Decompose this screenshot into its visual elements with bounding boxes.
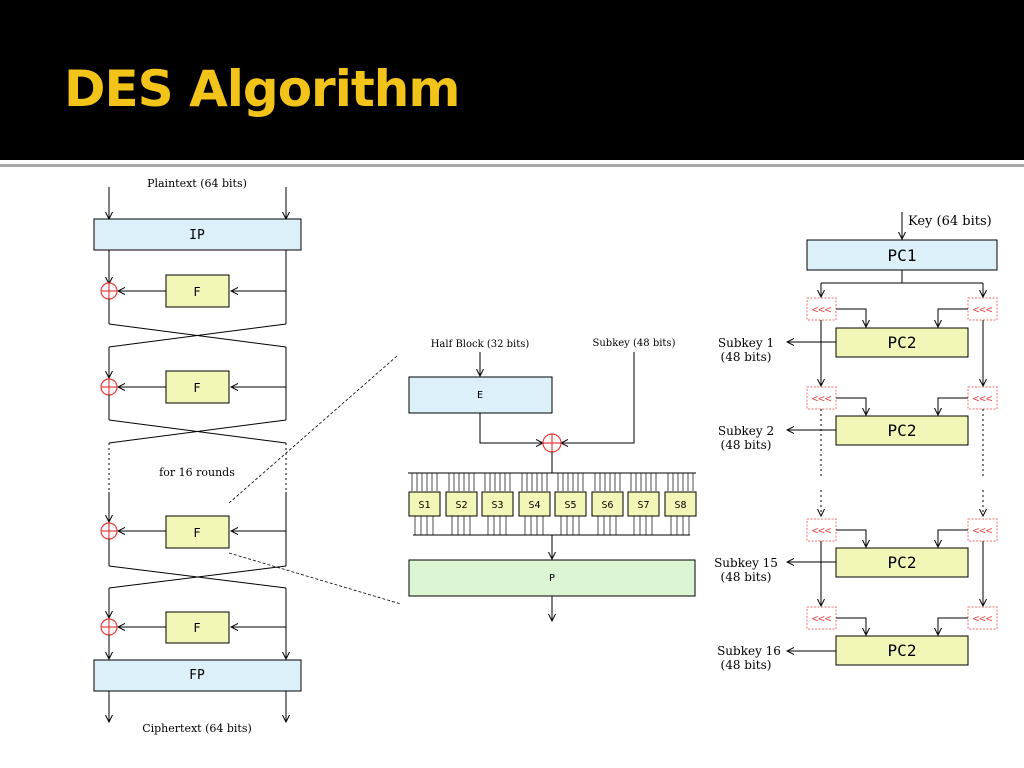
subkey-15-name: Subkey 15 xyxy=(714,556,778,570)
shift-label: <<< xyxy=(812,524,832,537)
sbox-s3-label: S3 xyxy=(491,500,503,511)
shift-label: <<< xyxy=(812,303,832,316)
pc2-label: PC2 xyxy=(888,333,917,352)
p-label: P xyxy=(549,573,555,584)
sbox-s8 xyxy=(664,491,697,517)
pc2-box-2 xyxy=(835,415,969,446)
f-label-round-2: F xyxy=(193,381,200,395)
xor-icon xyxy=(542,433,562,453)
sbox-s4-label: S4 xyxy=(528,500,540,511)
fp-box xyxy=(93,659,302,692)
xor-icon xyxy=(100,378,118,396)
pc2-label: PC2 xyxy=(888,641,917,660)
plaintext-label: Plaintext (64 bits) xyxy=(147,177,247,190)
subkey-label: Subkey (48 bits) xyxy=(593,338,676,349)
pc1-label: PC1 xyxy=(888,246,917,265)
sbox-s7 xyxy=(627,491,660,517)
shift-label: <<< xyxy=(973,392,993,405)
subkey-16-bits: (48 bits) xyxy=(721,658,772,672)
shift-label: <<< xyxy=(812,392,832,405)
sbox-s3 xyxy=(481,491,514,517)
shift-label: <<< xyxy=(973,612,993,625)
key-schedule: Key (64 bits) PC1 <<< <<< PC2 Subkey 1 (… xyxy=(714,212,998,672)
feistel-network: Plaintext (64 bits) IP F F xyxy=(93,177,402,735)
half-block-label: Half Block (32 bits) xyxy=(431,339,530,350)
sbox-row: S1 S2 S3 S4 S5 S6 S7 S8 xyxy=(408,491,697,517)
title-divider xyxy=(0,160,1024,164)
zoom-connector-bottom xyxy=(228,552,402,605)
xor-icon xyxy=(100,618,118,636)
sbox-input-lines xyxy=(411,473,694,491)
sbox-s5 xyxy=(554,491,587,517)
pc2-box-15 xyxy=(835,547,969,578)
ip-box xyxy=(93,218,302,251)
title-divider-shadow xyxy=(0,164,1024,167)
ip-label: IP xyxy=(189,228,205,243)
pc1-box xyxy=(806,239,998,271)
e-box xyxy=(408,376,553,414)
f-box-round-1 xyxy=(165,274,230,308)
f-box-round-15 xyxy=(165,515,230,549)
f-function-detail: Half Block (32 bits) Subkey (48 bits) E … xyxy=(408,338,697,621)
ciphertext-label: Ciphertext (64 bits) xyxy=(142,722,252,735)
xor-icon xyxy=(100,522,118,540)
rounds-label: for 16 rounds xyxy=(159,466,235,479)
sbox-s1-label: S1 xyxy=(418,500,430,511)
shift-label: <<< xyxy=(812,612,832,625)
key-label: Key (64 bits) xyxy=(908,214,992,229)
zoom-connector-top xyxy=(228,355,398,504)
sbox-s1 xyxy=(408,491,441,517)
sbox-output-lines xyxy=(414,516,690,535)
subkey-16-name: Subkey 16 xyxy=(717,644,781,658)
subkey-2-bits: (48 bits) xyxy=(721,438,772,452)
fp-label: FP xyxy=(189,668,205,683)
pc2-box-1 xyxy=(835,327,969,358)
subkey-2-name: Subkey 2 xyxy=(718,424,774,438)
shift-label: <<< xyxy=(973,524,993,537)
pc2-label: PC2 xyxy=(888,421,917,440)
slide-title: DES Algorithm xyxy=(64,60,460,118)
subkey-1-bits: (48 bits) xyxy=(721,350,772,364)
sbox-s7-label: S7 xyxy=(637,500,649,511)
sbox-s8-label: S8 xyxy=(674,500,686,511)
pc2-label: PC2 xyxy=(888,553,917,572)
f-label-round-15: F xyxy=(193,526,200,540)
sbox-s6-label: S6 xyxy=(601,500,613,511)
f-label-round-16: F xyxy=(193,621,200,635)
sbox-s2 xyxy=(445,491,478,517)
p-box xyxy=(408,559,696,597)
f-box-round-2 xyxy=(165,370,230,404)
title-bar: DES Algorithm xyxy=(0,0,1024,160)
sbox-s6 xyxy=(591,491,624,517)
e-label: E xyxy=(477,390,483,401)
subkey-1-name: Subkey 1 xyxy=(718,336,774,350)
subkey-15-bits: (48 bits) xyxy=(721,570,772,584)
sbox-s2-label: S2 xyxy=(455,500,467,511)
sbox-s5-label: S5 xyxy=(564,500,576,511)
f-label-round-1: F xyxy=(193,285,200,299)
sbox-s4 xyxy=(518,491,551,517)
xor-icon xyxy=(100,282,118,300)
shift-label: <<< xyxy=(973,303,993,316)
